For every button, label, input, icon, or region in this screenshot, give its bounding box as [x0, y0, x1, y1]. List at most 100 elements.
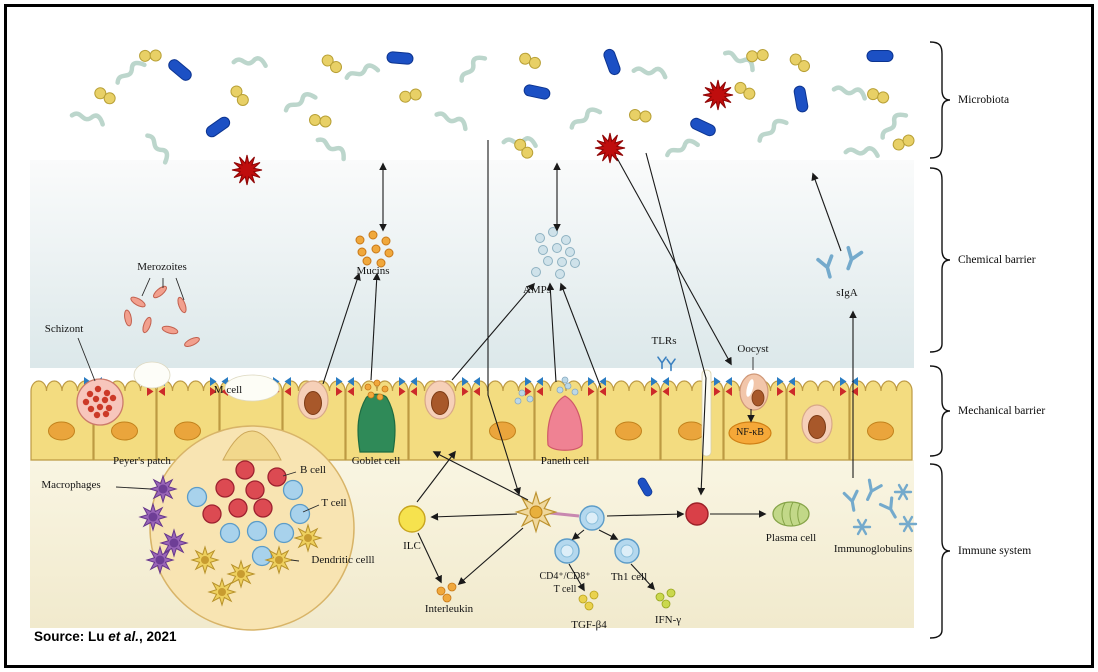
bacteria-rod — [688, 116, 718, 138]
leader-t-cell — [302, 504, 320, 513]
t-cell — [186, 486, 208, 508]
cocci-pair — [517, 51, 543, 71]
leader-merozoite — [175, 277, 185, 301]
source-prefix: Source: Lu — [34, 629, 109, 644]
mucin-granules — [355, 230, 394, 268]
label-plasma-cell: Plasma cell — [765, 532, 817, 545]
arrow-to-th1 — [598, 529, 619, 540]
bacteria-rod — [522, 83, 552, 101]
label-mucins: Mucins — [356, 265, 390, 278]
zone-brace — [929, 167, 951, 353]
cocci-pair — [138, 47, 163, 65]
arrow-t-to-bcell — [606, 510, 685, 519]
bacteria-filament — [665, 139, 698, 155]
label-paneth-cell: Paneth cell — [540, 455, 590, 468]
epithelial-cell — [660, 380, 724, 461]
arrow-translocation — [645, 152, 707, 496]
bacteria-filament — [877, 111, 907, 138]
label-ifn-gamma: IFN-γ — [654, 614, 682, 627]
arrow-to-ifn — [630, 563, 656, 591]
label-macrophages: Macrophages — [41, 479, 101, 492]
t-cell — [282, 479, 304, 501]
zone-label-immune-system: Immune system — [958, 545, 1032, 557]
source-suffix: , 2021 — [139, 629, 177, 644]
arrow-ilc-to-interleukin — [417, 532, 442, 584]
dendritic-cell-patch — [295, 525, 321, 551]
oocyst-body — [739, 373, 769, 411]
arrow-to-cd4cd8 — [571, 529, 585, 540]
ilc-cell — [398, 505, 426, 533]
b-cell — [245, 480, 265, 500]
b-cell — [267, 467, 287, 487]
macrophage-cell — [140, 504, 166, 530]
m-cell-dome — [222, 430, 282, 461]
zone-brace — [929, 463, 951, 639]
bacteria-filament — [114, 60, 146, 83]
arrow-siga-to-microbiota — [811, 172, 842, 252]
epithelial-cell — [849, 380, 913, 461]
bacteria-filament — [634, 63, 667, 79]
bacteria-filament — [834, 82, 867, 101]
cocci-pair — [890, 131, 917, 154]
dendritic-cell-patch — [228, 561, 254, 587]
dendritic-cell-patch — [192, 547, 218, 573]
leader-lines — [77, 277, 754, 562]
label-siga: sIgA — [836, 287, 858, 300]
arrow-to-mucins — [322, 272, 361, 385]
label-immunoglobulins: Immunoglobulins — [833, 543, 913, 556]
arrow-to-amps — [451, 282, 536, 381]
label-peyers-patch: Peyer's patch — [113, 455, 171, 468]
cocci-pair — [227, 83, 253, 109]
zone-brace — [929, 365, 951, 457]
zone-label-mechanical-barrier: Mechanical barrier — [958, 405, 1046, 417]
label-tlrs: TLRs — [651, 335, 677, 348]
macrophage-cell — [161, 530, 187, 556]
cocci-pair — [786, 51, 813, 75]
bacteria-filament — [345, 64, 378, 78]
m-cell-pocket — [224, 374, 280, 402]
b-cell — [215, 478, 235, 498]
bacteria-rod — [792, 84, 810, 114]
label-oocyst: Oocyst — [737, 343, 769, 356]
bacteria-filament — [437, 108, 469, 131]
epithelial-cell — [597, 380, 661, 461]
label-dendritic-cell: Dendritic celll — [311, 554, 375, 567]
effector-b-cell — [685, 502, 709, 526]
bacteria-filament — [756, 118, 788, 141]
leader-schizont — [77, 337, 96, 382]
label-nfkb: NF-κB — [736, 426, 764, 438]
bacteria-filament — [846, 144, 879, 158]
bacteria-filament — [568, 107, 600, 128]
infected-cell-parasite — [424, 380, 456, 420]
leader-dendritic — [290, 559, 300, 562]
label-cd4-cd8: CD4⁺/CD8⁺ — [539, 570, 591, 582]
goblet-cell-body — [357, 379, 396, 453]
cd4-cd8-cell — [554, 538, 580, 564]
th1-cell — [614, 538, 640, 564]
zone-brace — [929, 41, 951, 159]
cocci-pair — [309, 114, 332, 128]
leader-macrophages — [115, 486, 152, 490]
t-cell — [273, 522, 295, 544]
plasma-cell-body — [772, 501, 810, 527]
bacteria-rod — [386, 50, 414, 66]
b-cell — [202, 504, 222, 524]
arrow-dc-to-ilc — [430, 512, 518, 521]
arrow-to-amps — [546, 282, 557, 383]
dendritic-cell-patch — [209, 579, 235, 605]
bacteria-filament — [283, 92, 316, 111]
macrophage-cell — [150, 476, 176, 502]
cocci-pair — [92, 85, 118, 106]
immune-layer — [398, 476, 918, 611]
macrophage-cell — [147, 547, 173, 573]
label-b-cell: B cell — [300, 464, 326, 477]
t-cell — [289, 503, 311, 525]
paneth-cell-body — [514, 376, 583, 451]
cocci-pair — [318, 52, 345, 76]
zone-label-microbiota: Microbiota — [958, 94, 1010, 106]
arrows-layer — [322, 140, 857, 592]
label-interleukin: Interleukin — [424, 603, 474, 616]
t-cell — [251, 545, 273, 567]
